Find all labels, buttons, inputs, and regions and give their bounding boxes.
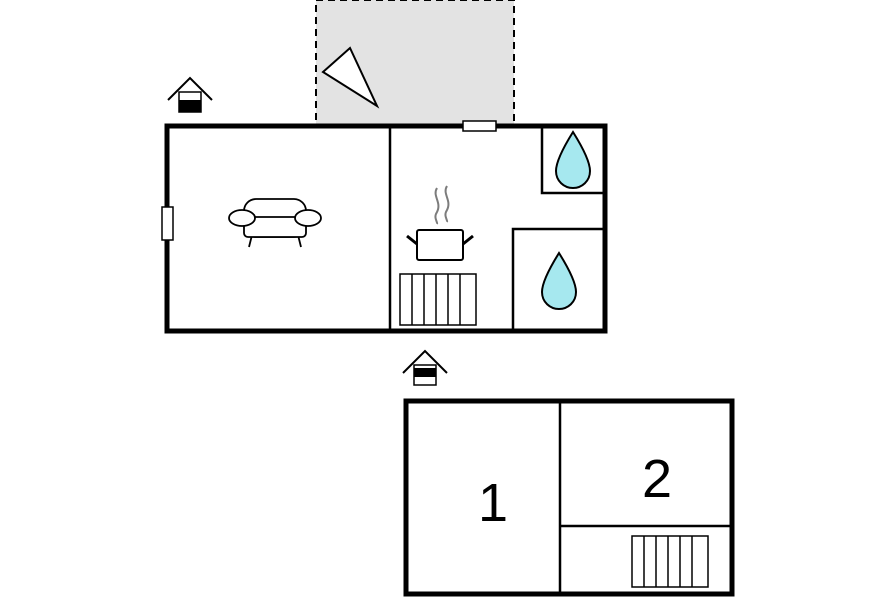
bedroom-2-label: 2 [642,449,673,509]
entrance-house-icon [167,76,213,113]
radiator-icon [399,273,477,326]
sofa-icon [228,198,322,248]
entrance-house-icon [402,349,448,386]
terrace [315,0,515,127]
bedroom-1-label: 1 [478,473,509,533]
cooking-pot-icon [406,185,474,261]
radiator-icon [631,535,709,588]
sun-lounger-icon [321,46,380,109]
upper-building [161,120,608,334]
lower-building [403,398,735,597]
water-drop-icon [554,130,592,190]
water-drop-icon [540,251,578,311]
window-top [462,120,497,132]
window-left [161,206,174,241]
